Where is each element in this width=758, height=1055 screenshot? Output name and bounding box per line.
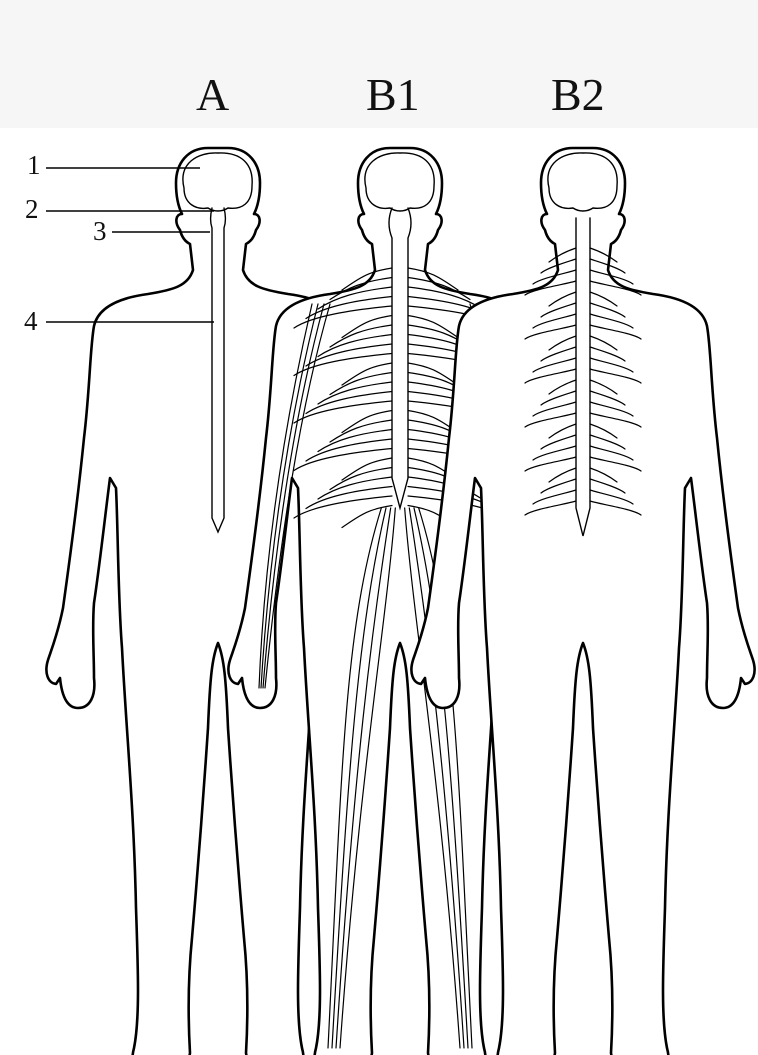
callout-3: 3 <box>93 218 107 245</box>
callout-2: 2 <box>25 196 39 223</box>
callout-4: 4 <box>24 308 38 335</box>
callout-1: 1 <box>27 152 41 179</box>
